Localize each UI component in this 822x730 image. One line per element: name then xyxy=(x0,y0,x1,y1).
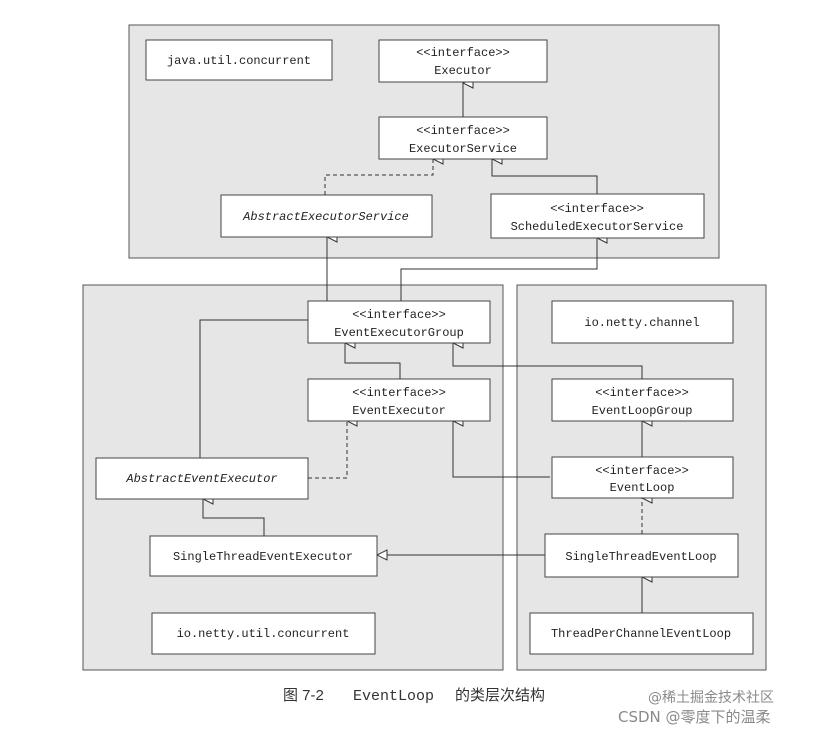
edge-abstracteventexecutor-eventexecutor xyxy=(308,421,347,479)
class-event-loop-group: <<interface>> EventLoopGroup xyxy=(551,378,734,422)
class-name: ScheduledExecutorService xyxy=(511,220,684,234)
stereotype-label: <<interface>> xyxy=(416,124,510,138)
figure-caption: 图 7-2 EventLoop 的类层次结构 xyxy=(283,687,545,705)
class-name: ExecutorService xyxy=(409,142,517,156)
class-scheduled-executor-service: <<interface>> ScheduledExecutorService xyxy=(490,193,705,239)
class-executor: <<interface>> Executor xyxy=(378,39,548,83)
edge-abstractexecutorservice-executorservice xyxy=(324,159,433,195)
edge-scheduledexecutorservice-executorservice xyxy=(492,159,598,194)
edge-singlethreadeventexecutor-abstracteventexecutor xyxy=(203,499,265,536)
package-label-java-util-concurrent: java.util.concurrent xyxy=(145,39,333,81)
stereotype-label: <<interface>> xyxy=(595,464,689,478)
edge-eventloop-eventexecutor xyxy=(453,421,550,478)
stereotype-label: <<interface>> xyxy=(416,46,510,60)
package-label-io-netty-util-concurrent: io.netty.util.concurrent xyxy=(151,612,376,655)
class-name: SingleThreadEventLoop xyxy=(565,550,716,564)
package-label-text: java.util.concurrent xyxy=(167,54,311,68)
class-single-thread-event-executor: SingleThreadEventExecutor xyxy=(149,535,378,577)
connectors xyxy=(199,83,643,613)
package-label-text: io.netty.channel xyxy=(584,316,699,330)
class-thread-per-channel-event-loop: ThreadPerChannelEventLoop xyxy=(529,612,754,655)
class-name: EventLoopGroup xyxy=(592,404,693,418)
stereotype-label: <<interface>> xyxy=(550,202,644,216)
stereotype-label: <<interface>> xyxy=(352,386,446,400)
caption-code: EventLoop xyxy=(353,688,434,705)
class-name: ThreadPerChannelEventLoop xyxy=(551,627,731,641)
edge-eventexecutor-eventexecutorgroup xyxy=(345,343,401,379)
stereotype-label: <<interface>> xyxy=(352,308,446,322)
class-name: AbstractEventExecutor xyxy=(125,472,277,486)
class-name: EventLoop xyxy=(610,481,675,495)
class-event-executor-group: <<interface>> EventExecutorGroup xyxy=(307,300,491,344)
class-executor-service: <<interface>> ExecutorService xyxy=(378,116,548,160)
class-name: AbstractExecutorService xyxy=(242,210,409,224)
watermark: @稀土掘金技术社区 CSDN @零度下的温柔 xyxy=(618,690,774,726)
class-name: Executor xyxy=(434,64,492,78)
class-single-thread-event-loop: SingleThreadEventLoop xyxy=(544,533,739,578)
figure-number: 图 7-2 xyxy=(283,687,324,704)
class-event-loop: <<interface>> EventLoop xyxy=(551,456,734,499)
package-label-text: io.netty.util.concurrent xyxy=(177,627,350,641)
watermark-line-2: CSDN @零度下的温柔 xyxy=(618,708,771,726)
class-abstract-executor-service: AbstractExecutorService xyxy=(220,194,433,238)
edge-abstracteventexecutor-eventexecutorgroup xyxy=(199,319,308,458)
edge-eventexecutorgroup-scheduledexecutorservice xyxy=(400,238,597,301)
class-name: EventExecutor xyxy=(352,404,446,418)
watermark-line-1: @稀土掘金技术社区 xyxy=(648,690,774,706)
stereotype-label: <<interface>> xyxy=(595,386,689,400)
package-label-io-netty-channel: io.netty.channel xyxy=(551,300,734,344)
class-event-executor: <<interface>> EventExecutor xyxy=(307,378,491,422)
class-abstract-event-executor: AbstractEventExecutor xyxy=(95,457,309,500)
class-name: SingleThreadEventExecutor xyxy=(173,550,353,564)
class-name: EventExecutorGroup xyxy=(334,326,464,340)
edge-eventloopgroup-eventexecutorgroup xyxy=(453,343,643,379)
caption-text: 的类层次结构 xyxy=(455,687,545,704)
